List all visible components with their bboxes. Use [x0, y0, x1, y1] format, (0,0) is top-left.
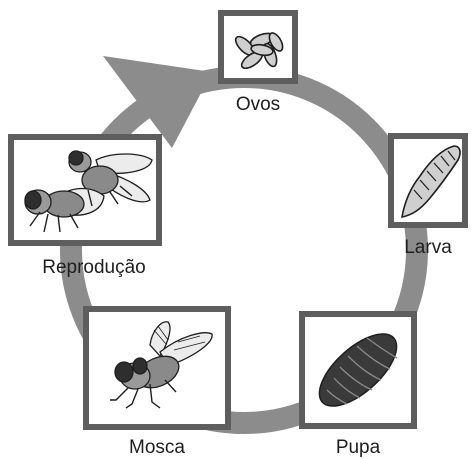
stage-reproduction-box — [8, 134, 162, 246]
stage-pupa-box — [299, 311, 417, 429]
label-pupa: Pupa — [336, 437, 381, 458]
label-larva: Larva — [404, 237, 452, 258]
label-fly: Mosca — [129, 437, 185, 458]
stage-eggs-box — [218, 10, 298, 84]
label-eggs: Ovos — [236, 94, 280, 115]
label-reproduction: Reprodução — [42, 257, 146, 278]
stage-fly-box — [83, 306, 231, 430]
stage-larva-box — [388, 133, 468, 228]
